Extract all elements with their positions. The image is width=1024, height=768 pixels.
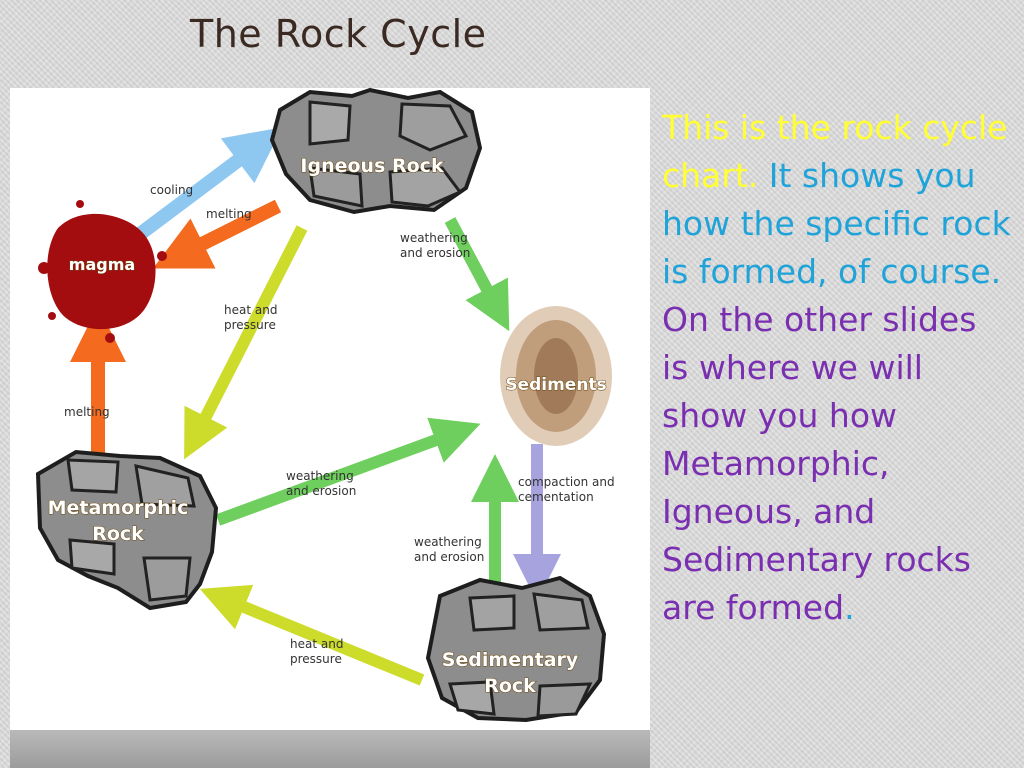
- description-period: .: [844, 588, 855, 627]
- description-intro: This is the rock cycle chart.: [662, 108, 1008, 195]
- melting-label-top: melting: [206, 207, 252, 221]
- sedimentary-rock-label-line2: Rock: [484, 675, 536, 697]
- slide-title: The Rock Cycle: [190, 12, 487, 56]
- magma-label: magma: [69, 255, 135, 274]
- weathering-arrow-2: [215, 417, 481, 526]
- compaction-label-line1: compaction and: [518, 475, 615, 489]
- description-part-2: It shows you how the specific rock is fo…: [662, 156, 1011, 291]
- melting-label-left: melting: [64, 405, 110, 419]
- weathering-label-3-line1: weathering: [414, 535, 482, 549]
- melting-arrow-top: [152, 199, 282, 269]
- compaction-label-line2: cementation: [518, 490, 594, 504]
- rock-cycle-diagram: Igneous Rock magma Sediments Metamor: [10, 88, 650, 768]
- heat-pressure-label-1-line2: pressure: [224, 318, 276, 332]
- cooling-label: cooling: [150, 183, 193, 197]
- diagram-reflection: [10, 730, 650, 768]
- heat-pressure-label-1-line1: heat and: [224, 303, 277, 317]
- weathering-label-1-line1: weathering: [400, 231, 468, 245]
- metamorphic-rock-label-line1: Metamorphic: [48, 497, 189, 519]
- weathering-label-2-line2: and erosion: [286, 484, 356, 498]
- metamorphic-rock-label-line2: Rock: [92, 523, 144, 545]
- magma-node: magma: [38, 200, 167, 343]
- sedimentary-rock-node: Sedimentary Rock: [425, 575, 607, 723]
- description-text: This is the rock cycle chart. It shows y…: [662, 104, 1012, 632]
- heat-pressure-arrow-1: [184, 225, 308, 460]
- heat-pressure-arrow-2: [199, 584, 425, 686]
- sediments-label: Sediments: [505, 375, 606, 395]
- weathering-arrow-1: [444, 217, 510, 332]
- heat-pressure-label-2-line1: heat and: [290, 637, 343, 651]
- sedimentary-rock-label-line1: Sedimentary: [442, 649, 579, 671]
- metamorphic-rock-node: Metamorphic Rock: [35, 449, 219, 611]
- weathering-label-2-line1: weathering: [286, 469, 354, 483]
- igneous-rock-label: Igneous Rock: [300, 155, 444, 177]
- heat-pressure-label-2-line2: pressure: [290, 652, 342, 666]
- weathering-label-3-line2: and erosion: [414, 550, 484, 564]
- sediments-node: Sediments: [500, 306, 612, 446]
- weathering-label-1-line2: and erosion: [400, 246, 470, 260]
- description-part-3: On the other slides is where we will sho…: [662, 300, 977, 627]
- igneous-rock-node: Igneous Rock: [269, 88, 483, 215]
